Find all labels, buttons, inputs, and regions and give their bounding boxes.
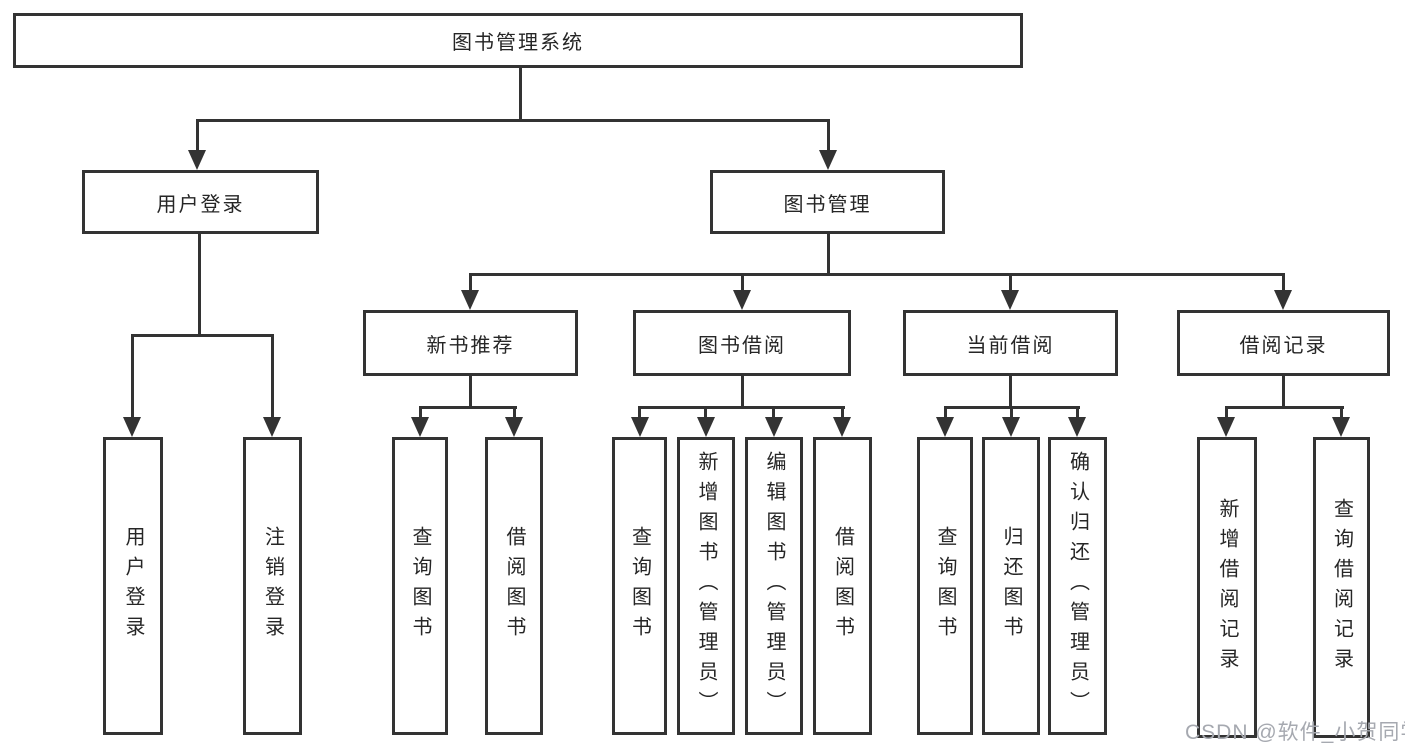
connector-line (469, 273, 1285, 276)
arrow-down-icon (411, 417, 429, 437)
arrow-down-icon (1217, 417, 1235, 437)
node-book-borrow-label: 图书借阅 (698, 334, 786, 357)
arrow-down-icon (1274, 290, 1292, 310)
connector-line (271, 334, 274, 419)
connector-line (198, 234, 201, 337)
node-leaf-return-book-label: 归还图书 (1000, 526, 1022, 646)
connector-line (1225, 406, 1344, 409)
connector-line (741, 376, 744, 409)
arrow-down-icon (1001, 290, 1019, 310)
connector-line (827, 119, 830, 152)
node-leaf-borrow-books-2: 借阅图书 (813, 437, 872, 735)
node-book-management-label: 图书管理 (783, 193, 872, 216)
connector-line (638, 406, 641, 419)
node-leaf-confirm-return-admin: 确认归还（管理员） (1048, 437, 1107, 735)
node-leaf-logout-label: 注销登录 (261, 526, 284, 646)
node-leaf-add-borrow-record: 新增借阅记录 (1197, 437, 1257, 738)
arrow-down-icon (1002, 417, 1020, 437)
node-user-login: 用户登录 (82, 170, 319, 234)
connector-line (772, 406, 775, 419)
node-new-book-recommend: 新书推荐 (363, 310, 578, 376)
node-new-book-recommend-label: 新书推荐 (426, 334, 515, 357)
connector-line (131, 334, 274, 337)
node-leaf-logout: 注销登录 (243, 437, 302, 735)
connector-line (1282, 273, 1285, 292)
arrow-down-icon (505, 417, 523, 437)
arrow-down-icon (123, 417, 141, 437)
node-root-label: 图书管理系统 (452, 32, 584, 54)
connector-line (1225, 406, 1228, 419)
node-current-borrow: 当前借阅 (903, 310, 1118, 376)
node-leaf-return-book: 归还图书 (982, 437, 1040, 735)
connector-line (419, 406, 517, 409)
node-leaf-user-login: 用户登录 (103, 437, 163, 735)
arrow-down-icon (765, 417, 783, 437)
connector-line (1010, 406, 1013, 419)
connector-line (704, 406, 707, 419)
node-user-login-label: 用户登录 (156, 193, 245, 216)
node-leaf-add-book-admin: 新增图书（管理员） (677, 437, 735, 735)
node-borrow-records-label: 借阅记录 (1239, 334, 1328, 357)
connector-line (944, 406, 947, 419)
arrow-down-icon (819, 150, 837, 170)
connector-line (1009, 273, 1012, 292)
node-leaf-confirm-return-admin-label: 确认归还（管理员） (1066, 451, 1089, 721)
node-leaf-query-borrow-record: 查询借阅记录 (1313, 437, 1370, 738)
connector-line (1009, 376, 1012, 409)
node-leaf-query-books-3-label: 查询图书 (934, 526, 956, 646)
node-leaf-borrow-books-1-label: 借阅图书 (503, 526, 525, 646)
node-leaf-add-borrow-record-label: 新增借阅记录 (1216, 497, 1238, 678)
connector-line (131, 334, 134, 419)
connector-line (419, 406, 422, 419)
arrow-down-icon (936, 417, 954, 437)
node-leaf-query-books-3: 查询图书 (917, 437, 973, 735)
arrow-down-icon (833, 417, 851, 437)
arrow-down-icon (461, 290, 479, 310)
node-leaf-query-borrow-record-label: 查询借阅记录 (1330, 497, 1353, 678)
node-leaf-user-login-label: 用户登录 (122, 526, 144, 646)
node-leaf-borrow-books-1: 借阅图书 (485, 437, 543, 735)
arrow-down-icon (733, 290, 751, 310)
connector-line (638, 406, 845, 409)
connector-line (1282, 376, 1285, 409)
node-root: 图书管理系统 (13, 13, 1023, 68)
connector-line (469, 273, 472, 292)
connector-line (196, 119, 830, 122)
arrow-down-icon (697, 417, 715, 437)
connector-line (741, 273, 744, 292)
node-borrow-records: 借阅记录 (1177, 310, 1390, 376)
connector-line (1340, 406, 1343, 419)
connector-line (513, 406, 516, 419)
node-leaf-borrow-books-2-label: 借阅图书 (831, 526, 854, 646)
arrow-down-icon (1332, 417, 1350, 437)
connector-line (196, 119, 199, 152)
arrow-down-icon (1068, 417, 1086, 437)
connector-line (1076, 406, 1079, 419)
node-book-borrow: 图书借阅 (633, 310, 851, 376)
connector-line (519, 68, 522, 122)
node-leaf-edit-book-admin: 编辑图书（管理员） (745, 437, 803, 735)
connector-line (827, 234, 830, 276)
arrow-down-icon (188, 150, 206, 170)
node-leaf-edit-book-admin-label: 编辑图书（管理员） (763, 451, 785, 721)
connector-line (469, 376, 472, 409)
watermark-text: CSDN @软件_小贺同学 (1185, 721, 1405, 744)
arrow-down-icon (631, 417, 649, 437)
node-current-borrow-label: 当前借阅 (966, 334, 1055, 357)
node-leaf-add-book-admin-label: 新增图书（管理员） (695, 451, 717, 721)
node-leaf-query-books-2: 查询图书 (612, 437, 667, 735)
node-leaf-query-books-1: 查询图书 (392, 437, 448, 735)
connector-line (841, 406, 844, 419)
node-leaf-query-books-2-label: 查询图书 (628, 526, 651, 646)
node-book-management: 图书管理 (710, 170, 945, 234)
arrow-down-icon (263, 417, 281, 437)
node-leaf-query-books-1-label: 查询图书 (409, 526, 431, 646)
